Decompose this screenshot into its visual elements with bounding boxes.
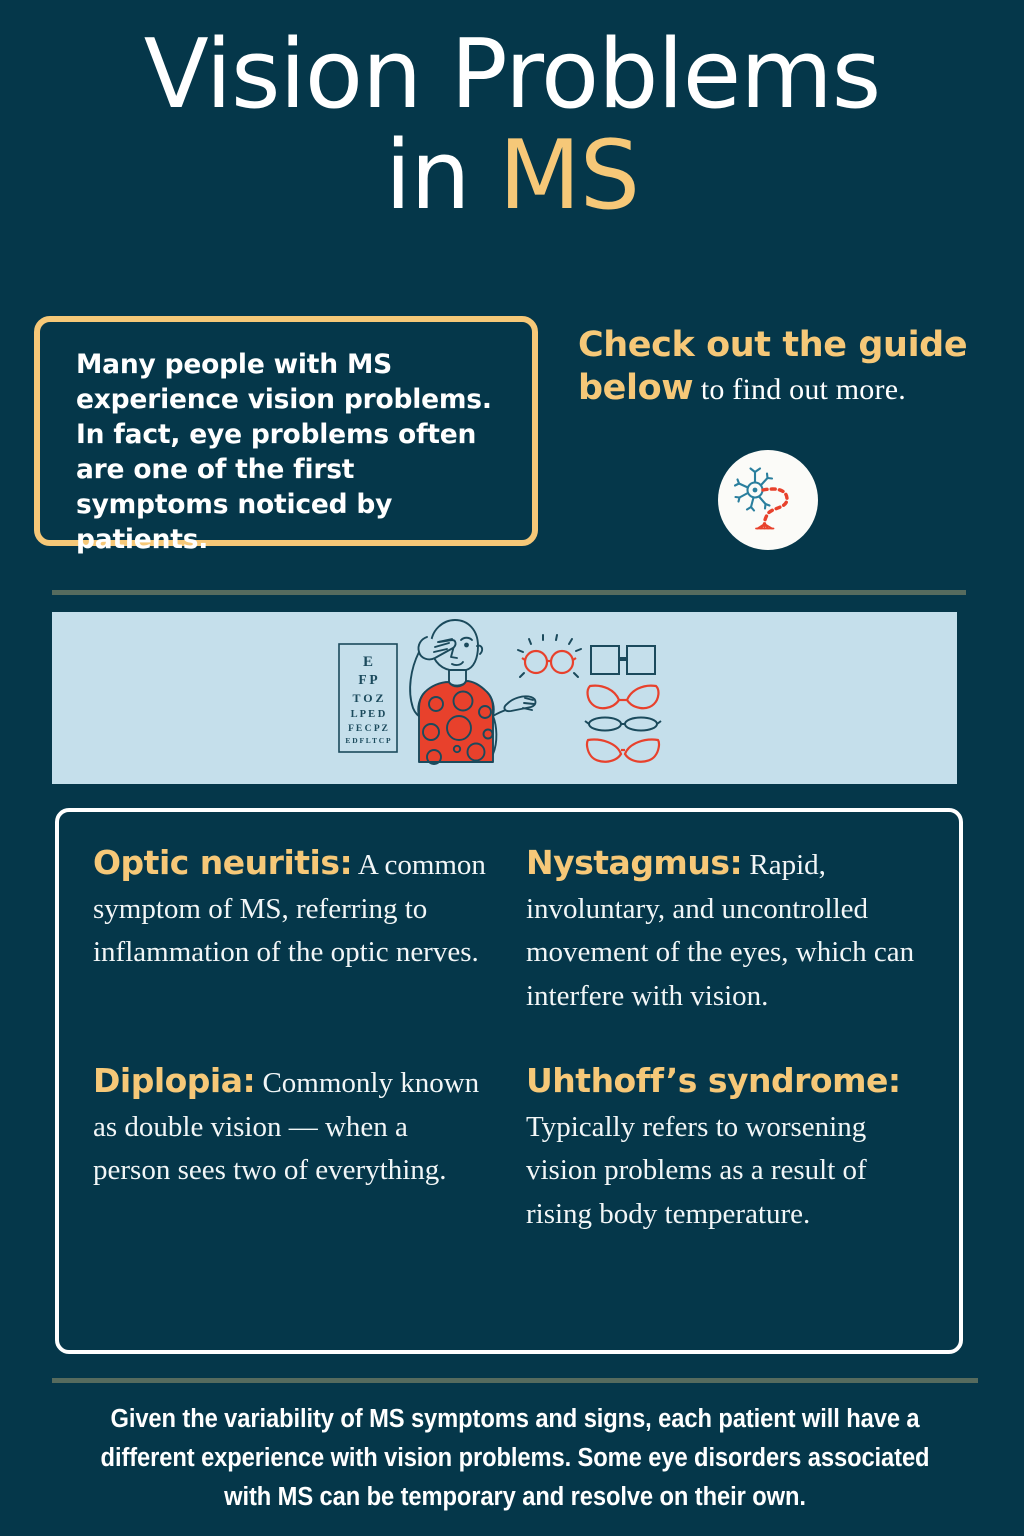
- svg-text:L P E D: L P E D: [350, 709, 385, 720]
- guide-text-block: Check out the guide below to find out mo…: [578, 324, 998, 409]
- red-half-rim-glasses-icon: [585, 738, 660, 763]
- definition-term: Optic neuritis:: [93, 843, 353, 882]
- definition-term: Nystagmus:: [526, 843, 743, 882]
- vision-illustration: E F P T O Z L P E D F E C P Z E D F L T …: [337, 619, 662, 765]
- definition-nystagmus: Nystagmus: Rapid, involuntary, and uncon…: [526, 838, 929, 1018]
- illustration-band: E F P T O Z L P E D F E C P Z E D F L T …: [52, 612, 957, 784]
- definition-diplopia: Diplopia: Commonly known as double visio…: [93, 1024, 496, 1236]
- footer-note: Given the variability of MS symptoms and…: [100, 1405, 930, 1511]
- guide-callout: Check out the guide below to find out mo…: [578, 324, 998, 550]
- definitions-grid: Optic neuritis: A common symptom of MS, …: [93, 838, 929, 1236]
- eye-chart-icon: [337, 643, 398, 753]
- sparkle-icon: [516, 634, 582, 678]
- svg-text:F E C P Z: F E C P Z: [348, 724, 388, 734]
- title-ms-word: MS: [498, 121, 640, 231]
- divider-top: [52, 590, 966, 595]
- definition-body: Commonly known as double vision — when a…: [93, 1067, 480, 1186]
- definition-uhthoffs-syndrome: Uhthoff’s syndrome: Typically refers to …: [526, 1024, 929, 1236]
- svg-text:F P: F P: [358, 672, 377, 687]
- definition-term: Uhthoff’s syndrome:: [526, 1061, 901, 1100]
- neuron-badge: [718, 450, 818, 550]
- svg-text:E D F L T C P: E D F L T C P: [345, 736, 391, 745]
- definition-body: Typically refers to worsening vision pro…: [526, 1110, 867, 1230]
- neuron-icon: [733, 467, 789, 530]
- title-line-2: in MS: [0, 123, 1024, 229]
- dark-square-glasses-icon: [589, 645, 656, 675]
- definition-body: A common symptom of MS, referring to inf…: [93, 849, 486, 968]
- person-illustration: [408, 619, 536, 765]
- definition-optic-neuritis: Optic neuritis: A common symptom of MS, …: [93, 838, 496, 1018]
- definitions-box: Optic neuritis: A common symptom of MS, …: [55, 808, 963, 1354]
- svg-text:E: E: [362, 654, 372, 670]
- title-line-1: Vision Problems: [143, 20, 882, 130]
- divider-bottom: [52, 1378, 978, 1383]
- title-in-word: in: [384, 121, 499, 231]
- page-title: Vision Problems in MS: [0, 0, 1024, 230]
- dark-oval-glasses-icon: [583, 716, 662, 732]
- red-cat-eye-glasses-icon: [585, 684, 660, 710]
- eye-chart-letters: E F P T O Z L P E D F E C P Z E D F L T …: [345, 654, 391, 745]
- intro-text: Many people with MS experience vision pr…: [76, 349, 492, 555]
- illustration-inner: E F P T O Z L P E D F E C P Z E D F L T …: [335, 612, 675, 789]
- intro-section: Many people with MS experience vision pr…: [0, 316, 1024, 561]
- svg-text:T O Z: T O Z: [352, 691, 383, 705]
- guide-tail: to find out more.: [693, 372, 906, 406]
- intro-callout-box: Many people with MS experience vision pr…: [34, 316, 538, 555]
- guide-highlight: Check out the guide below: [578, 325, 968, 408]
- red-round-glasses-icon: [520, 649, 577, 675]
- definition-term: Diplopia:: [93, 1061, 256, 1100]
- definition-body: Rapid, involuntary, and uncontrolled mov…: [526, 849, 915, 1012]
